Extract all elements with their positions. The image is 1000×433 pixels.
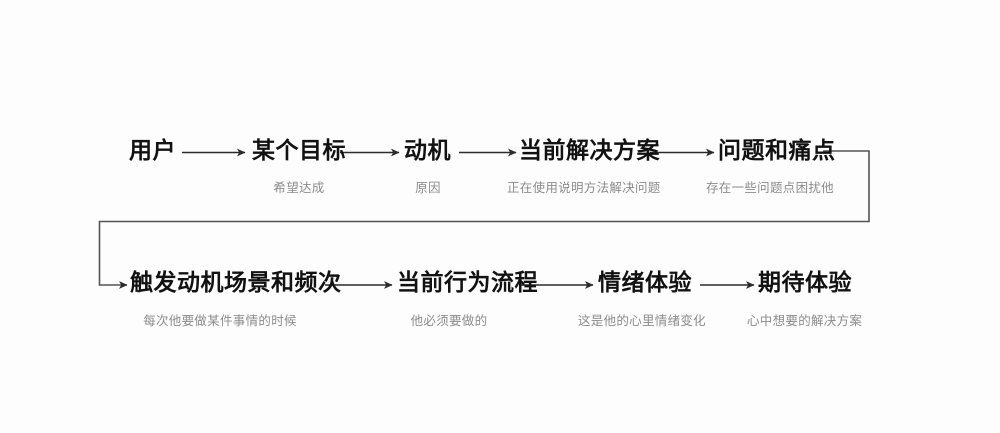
wrap-around-connector — [98, 150, 870, 289]
node-goal-label: 某个目标 — [252, 138, 346, 164]
node-emotion[interactable]: 情绪体验 这是他的心里情绪变化 — [578, 270, 706, 327]
node-current-behavior[interactable]: 当前行为流程 他必须要做的 — [397, 270, 538, 327]
node-goal[interactable]: 某个目标 希望达成 — [252, 138, 346, 194]
node-problems-subtitle: 存在一些问题点困扰他 — [705, 180, 834, 195]
node-motivation-subtitle: 原因 — [415, 180, 441, 195]
node-problems-label: 问题和痛点 — [718, 138, 836, 164]
node-problems[interactable]: 问题和痛点 存在一些问题点困扰他 — [706, 138, 836, 194]
node-emotion-subtitle: 这是他的心里情绪变化 — [577, 313, 706, 328]
node-trigger-subtitle: 每次他要做某件事情的时候 — [143, 313, 297, 328]
node-motivation-label: 动机 — [404, 138, 451, 164]
node-current-behavior-label: 当前行为流程 — [397, 270, 538, 296]
node-expected[interactable]: 期待体验 心中想要的解决方案 — [747, 270, 862, 327]
node-trigger-label: 触发动机场景和频次 — [130, 270, 342, 296]
node-current-solution[interactable]: 当前解决方案 正在使用说明方法解决问题 — [507, 138, 660, 194]
node-expected-subtitle: 心中想要的解决方案 — [747, 313, 863, 328]
node-current-solution-subtitle: 正在使用说明方法解决问题 — [507, 180, 661, 195]
node-current-solution-label: 当前解决方案 — [519, 138, 660, 164]
node-motivation[interactable]: 动机 原因 — [404, 138, 451, 194]
node-expected-label: 期待体验 — [758, 270, 852, 296]
node-goal-subtitle: 希望达成 — [273, 180, 325, 195]
node-user[interactable]: 用户 — [129, 140, 176, 163]
node-emotion-label: 情绪体验 — [598, 270, 692, 296]
node-current-behavior-subtitle: 他必须要做的 — [410, 313, 488, 328]
node-user-label: 用户 — [129, 138, 176, 164]
node-trigger[interactable]: 触发动机场景和频次 每次他要做某件事情的时候 — [130, 270, 342, 327]
